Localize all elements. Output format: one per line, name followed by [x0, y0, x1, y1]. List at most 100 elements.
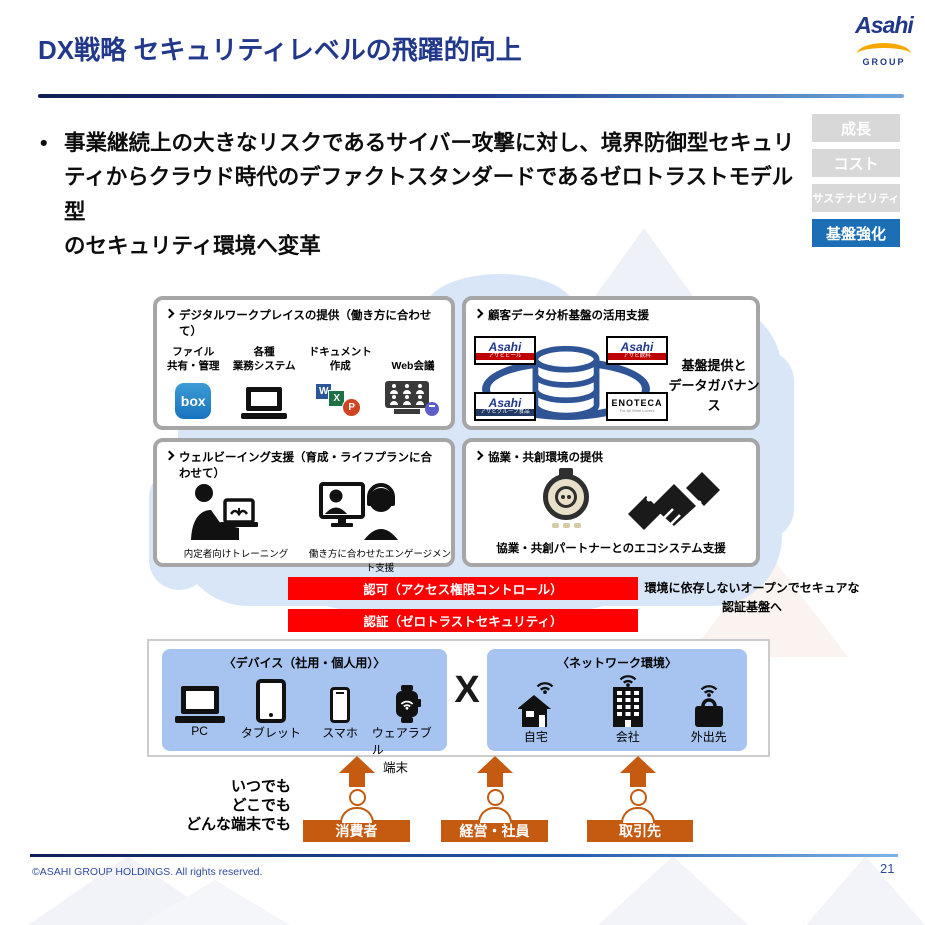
wifi-icon	[536, 682, 554, 694]
network-panel: 〈ネットワーク環境〉	[487, 649, 747, 751]
actor-business-partner: 取引先	[587, 820, 693, 842]
data-governance-caption: 基盤提供と データガバナンス	[668, 358, 760, 414]
wellbeing-panel: ウェルビーイング支援（育成・ライフプランに合わせて） 内定者向けトレーニング 働…	[153, 438, 455, 574]
authentication-bar: 認証（ゼロトラストセキュリティ）	[288, 609, 638, 632]
actor-management-employee: 経営・社員	[441, 820, 548, 842]
bullet-line: 事業継続上の大きなリスクであるサイバー攻撃に対し、境界防御型セキュリ	[64, 131, 795, 155]
teams-icon	[424, 402, 439, 416]
actor-consumer: 消費者	[303, 820, 410, 842]
engagement-icon	[319, 482, 398, 540]
engagement-caption: 働き方に合わせたエンゲージメント支援	[308, 549, 452, 574]
workplace-items: ファイル 共有・管理 box 各種 業務システム ドキュメント 作成	[157, 339, 451, 419]
item-label: ファイル 共有・管理	[167, 345, 220, 372]
up-arrow-icon	[620, 756, 656, 787]
title-divider	[38, 94, 904, 98]
pc-icon	[174, 686, 225, 723]
page-title: DX戦略 セキュリティレベルの飛躍的向上	[38, 35, 522, 65]
anytime-text: いつでも どこでも どんな端末でも	[185, 778, 291, 833]
box-logo-icon: box	[175, 383, 212, 419]
background-triangle	[806, 856, 925, 925]
item-label: 各種 業務システム	[232, 345, 296, 372]
laptop-icon	[241, 387, 288, 419]
page-number: 21	[880, 861, 895, 876]
database-icon	[532, 345, 600, 419]
asahi-group-foods-logo: Asahi アサヒグループ食品	[474, 392, 536, 421]
arrowhead-icon	[164, 450, 175, 461]
network-outside: 外出先	[675, 671, 743, 745]
tag-foundation: 基盤強化	[812, 219, 900, 247]
device-wearable: ウェアラブル	[372, 671, 443, 758]
tag-growth: 成長	[812, 114, 900, 142]
arrowhead-icon	[473, 450, 484, 461]
arrowhead-icon	[473, 308, 484, 319]
panel-title: デジタルワークプレイスの提供（働き方に合わせて）	[157, 300, 451, 339]
person-icon	[340, 789, 374, 823]
office-docs-icon: W X P	[315, 381, 365, 419]
briefcase-icon	[694, 698, 723, 727]
training-caption: 内定者向けトレーニング	[183, 549, 289, 560]
workplace-item-file: ファイル 共有・管理 box	[167, 342, 220, 419]
bullet-line: ティからクラウド時代のデファクトスタンダードであるゼロトラストモデル型	[64, 165, 794, 224]
panel-title-text: デジタルワークプレイスの提供（働き方に合わせて）	[179, 310, 432, 338]
device-network-container: 〈デバイス（社用・個人用）〉 PC タブレット スマホ	[147, 639, 770, 757]
wifi-icon	[700, 685, 718, 697]
asahi-beer-logo: Asahi アサヒビール	[474, 336, 536, 365]
excel-icon: X	[328, 390, 346, 407]
panel-title-text: 協業・共創環境の提供	[488, 452, 603, 464]
asahi-soft-drinks-logo: Asahi アサヒ飲料	[606, 336, 668, 365]
up-arrow-icon	[477, 756, 513, 787]
bullet-text: 事業継続上の大きなリスクであるサイバー攻撃に対し、境界防御型セキュリ ティからク…	[64, 126, 812, 264]
wifi-icon	[619, 675, 637, 687]
tablet-icon	[255, 679, 286, 723]
auth-note: 環境に依存しないオープンでセキュアな 認証基盤へ	[644, 581, 860, 615]
person-icon	[621, 789, 655, 823]
footer-divider	[30, 854, 898, 857]
panel-title-text: 顧客データ分析基盤の活用支援	[488, 310, 649, 322]
summary-bullet: • 事業継続上の大きなリスクであるサイバー攻撃に対し、境界防御型セキュリ ティか…	[40, 126, 812, 264]
device-smartphone: スマホ	[308, 671, 371, 758]
wearable-wrap-label: 端末	[383, 761, 409, 775]
device-tablet: タブレット	[233, 671, 308, 758]
category-tags: 成長 コスト サステナビリティ 基盤強化	[812, 114, 900, 254]
logo-group-text: GROUP	[862, 57, 906, 67]
home-icon	[517, 695, 551, 727]
smartphone-icon	[330, 687, 351, 723]
device-pc: PC	[166, 671, 233, 758]
bullet-marker: •	[40, 131, 48, 155]
bullet-line: のセキュリティ環境へ変革	[64, 234, 321, 259]
workplace-item-documents: ドキュメント 作成 W X P	[309, 342, 372, 419]
workplace-item-meeting: Web会議	[384, 342, 441, 419]
devices-title: 〈デバイス（社用・個人用）〉	[223, 656, 386, 670]
item-label: Web会議	[391, 359, 435, 372]
idea-bulb-icon	[538, 468, 594, 528]
wifi-icon	[401, 700, 414, 710]
asahi-logo-text: Asahi	[855, 12, 914, 38]
training-icon	[191, 484, 258, 540]
ecosystem-caption: 協業・共創パートナーとのエコシステム支援	[496, 543, 726, 555]
network-office: 会社	[581, 671, 675, 745]
devices-panel: 〈デバイス（社用・個人用）〉 PC タブレット スマホ	[162, 649, 447, 757]
data-analytics-panel: 顧客データ分析基盤の活用支援 Asahi アサヒビール Asahi アサヒ飲料 …	[462, 296, 760, 430]
copyright-text: ©ASAHI GROUP HOLDINGS. All rights reserv…	[32, 866, 263, 878]
network-home: 自宅	[491, 671, 581, 745]
cross-separator: X	[454, 669, 480, 711]
up-arrow-icon	[339, 756, 375, 787]
tag-cost: コスト	[812, 149, 900, 177]
powerpoint-icon: P	[342, 398, 362, 417]
item-label: ドキュメント 作成	[308, 345, 372, 372]
asahi-group-logo: Asahi GROUP	[845, 12, 923, 67]
web-meeting-icon	[384, 379, 441, 419]
panel-title-text: ウェルビーイング支援（育成・ライフプランに合わせて）	[179, 452, 432, 480]
handshake-icon	[628, 472, 720, 530]
panel-title: 顧客データ分析基盤の活用支援	[466, 300, 756, 323]
workplace-item-systems: 各種 業務システム	[232, 342, 296, 419]
authorization-bar: 認可（アクセス権限コントロール）	[288, 577, 638, 600]
enoteca-logo: ENOTECA For All Wine Lovers	[606, 392, 668, 421]
digital-workplace-panel: デジタルワークプレイスの提供（働き方に合わせて） ファイル 共有・管理 box …	[153, 296, 455, 430]
wearable-icon	[395, 685, 422, 723]
panel-title: 協業・共創環境の提供	[466, 442, 756, 465]
logo-arc-icon	[857, 43, 911, 65]
person-icon	[478, 789, 512, 823]
cocreation-panel: 協業・共創環境の提供 協業・共創パートナーとのエコシステム支援	[462, 438, 760, 567]
